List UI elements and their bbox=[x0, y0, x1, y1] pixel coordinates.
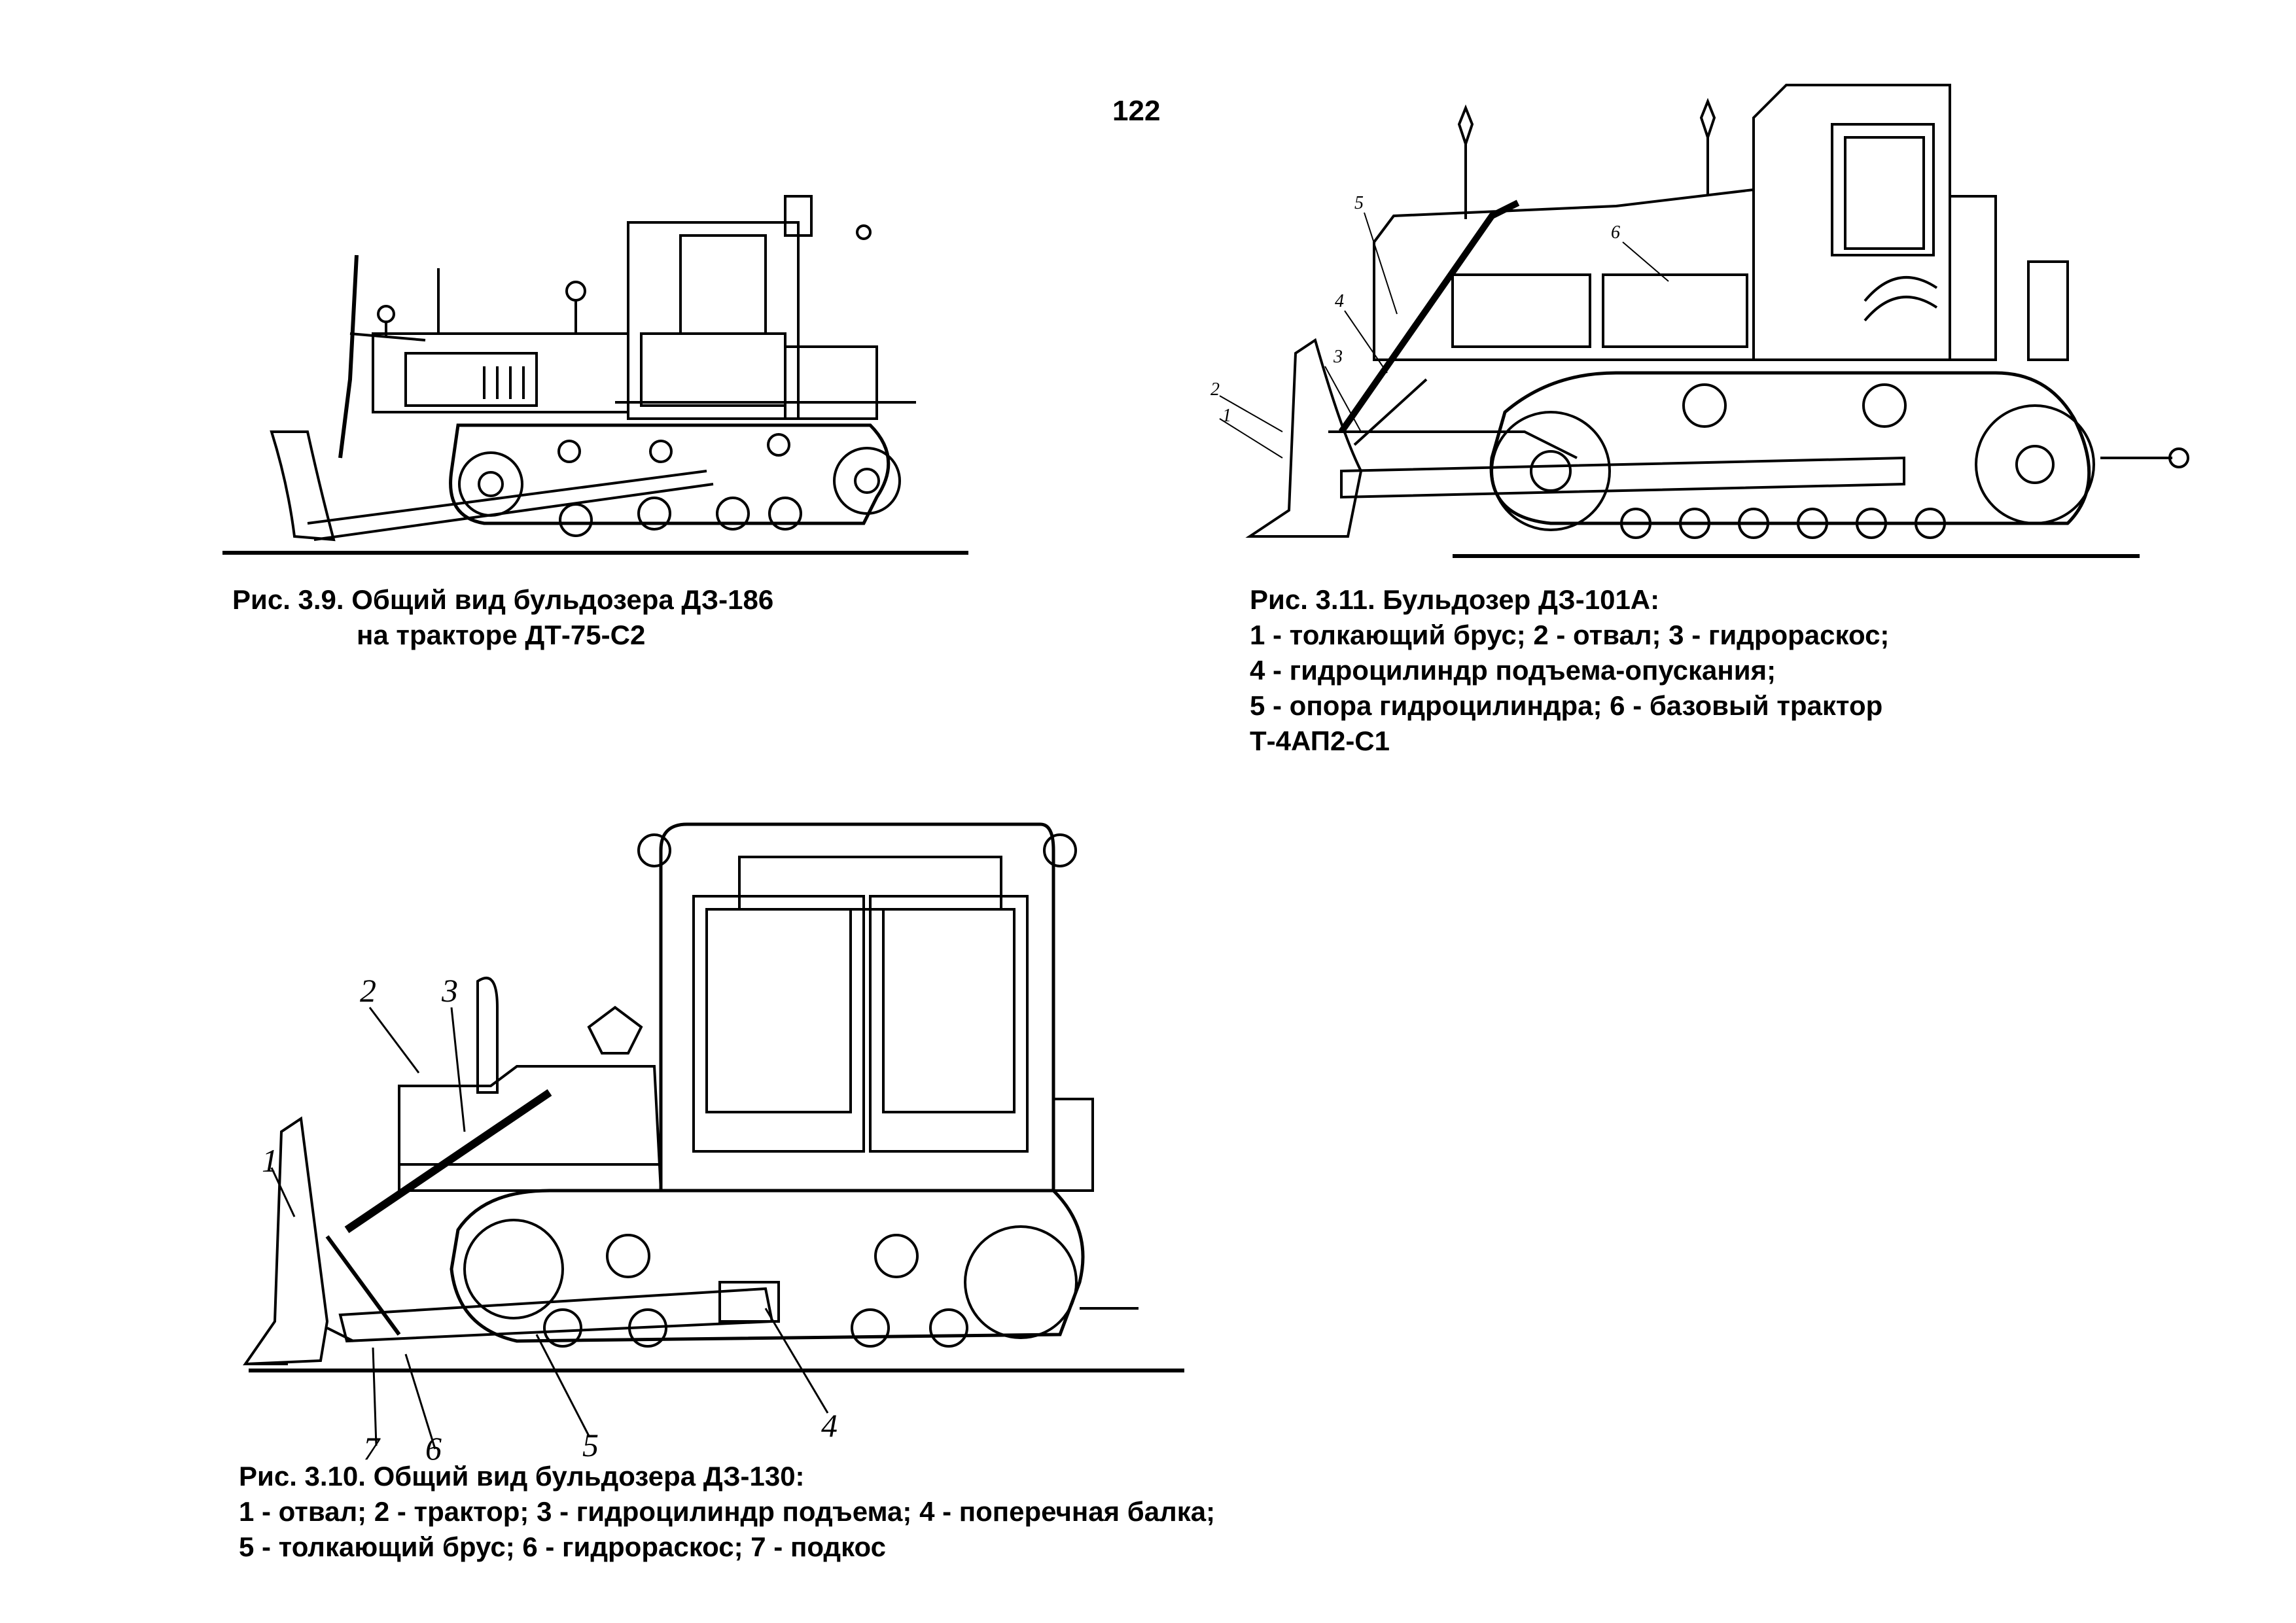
fig310-label-2: 2 bbox=[360, 972, 376, 1009]
figure-3-10-caption-line1: 1 - отвал; 2 - трактор; 3 - гидроцилиндр… bbox=[239, 1496, 1216, 1527]
fig311-label-4: 4 bbox=[1335, 291, 1344, 311]
fig311-label-1: 1 bbox=[1222, 406, 1231, 426]
figure-3-9-drawing bbox=[209, 183, 981, 563]
fig310-label-7: 7 bbox=[363, 1430, 380, 1467]
figure-3-11-caption: Рис. 3.11. Бульдозер ДЗ-101А: 1 - толкаю… bbox=[1250, 582, 1889, 759]
fig310-label-1: 1 bbox=[262, 1142, 278, 1179]
figure-3-10-caption: Рис. 3.10. Общий вид бульдозера ДЗ-130: … bbox=[239, 1459, 1215, 1565]
fig311-label-5: 5 bbox=[1354, 193, 1364, 213]
page-number: 122 bbox=[1112, 95, 1161, 127]
fig311-label-3: 3 bbox=[1333, 347, 1343, 367]
figure-3-10-caption-title: Рис. 3.10. Общий вид бульдозера ДЗ-130: bbox=[239, 1461, 805, 1492]
figure-3-9-caption-line2: на тракторе ДТ-75-С2 bbox=[357, 620, 646, 650]
figure-3-11-drawing: 1 2 3 4 5 6 bbox=[1210, 65, 2205, 569]
figure-3-10-caption-line2: 5 - толкающий брус; 6 - гидрораскос; 7 -… bbox=[239, 1531, 887, 1562]
fig310-label-3: 3 bbox=[442, 972, 458, 1009]
figure-3-11-caption-line1: 1 - толкающий брус; 2 - отвал; 3 - гидро… bbox=[1250, 620, 1890, 650]
figure-3-9-caption: Рис. 3.9. Общий вид бульдозера ДЗ-186 на… bbox=[232, 582, 773, 653]
fig310-label-5: 5 bbox=[582, 1427, 599, 1463]
figure-3-11-caption-line2: 4 - гидроцилиндр подъема-опускания; bbox=[1250, 655, 1776, 686]
figure-3-9-caption-line1: Рис. 3.9. Общий вид бульдозера ДЗ-186 bbox=[232, 584, 774, 615]
fig311-label-2: 2 bbox=[1210, 379, 1220, 400]
figure-3-11-caption-line4: Т-4АП2-С1 bbox=[1250, 725, 1390, 756]
figure-3-11-caption-line3: 5 - опора гидроцилиндра; 6 - базовый тра… bbox=[1250, 690, 1883, 721]
fig310-label-4: 4 bbox=[821, 1407, 838, 1444]
figure-3-11-caption-title: Рис. 3.11. Бульдозер ДЗ-101А: bbox=[1250, 584, 1660, 615]
fig311-label-6: 6 bbox=[1611, 222, 1620, 243]
figure-3-10-drawing: 1 2 3 4 5 6 7 bbox=[209, 811, 1191, 1467]
fig310-label-6: 6 bbox=[425, 1430, 442, 1467]
